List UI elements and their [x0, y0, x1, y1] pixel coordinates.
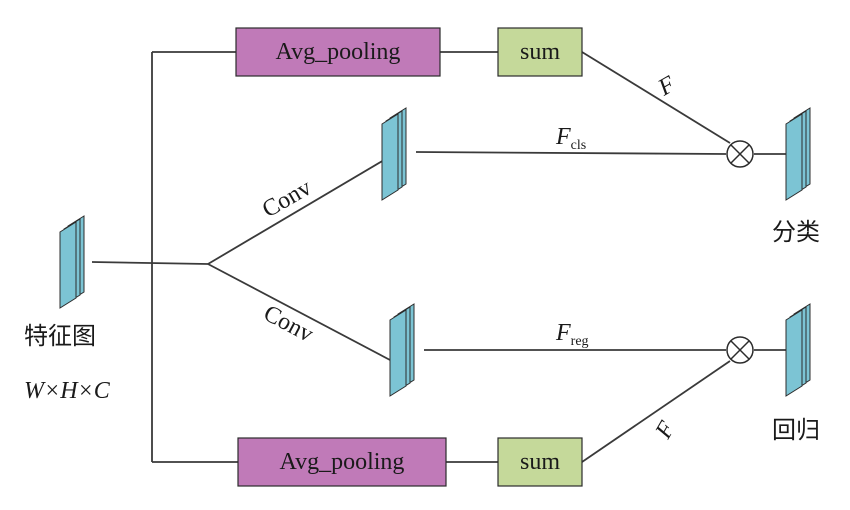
reg-output-label: 回归	[772, 416, 820, 444]
cls-multiply-operator	[726, 140, 754, 168]
reg-conv-feature-map	[389, 303, 415, 397]
cls-output-label: 分类	[772, 218, 820, 246]
bottom-sum-label: sum	[520, 449, 560, 475]
conv-up-line	[207, 159, 385, 265]
cls-output-feature-map	[785, 107, 811, 201]
conv-label-reg: Conv	[259, 300, 317, 347]
top-f-label: F	[653, 71, 680, 102]
fcls-line	[415, 151, 727, 155]
input-dims-label: W×H×C	[24, 378, 111, 404]
cls-conv-feature-map	[381, 107, 407, 201]
top-avg-pooling-box: Avg_pooling	[235, 27, 441, 77]
conv-down-line	[207, 263, 391, 361]
top-sum-to-multiply-line	[581, 51, 731, 144]
bottom-sum-box: sum	[497, 437, 583, 487]
conv-label-cls: Conv	[258, 175, 316, 224]
input-feature-map	[59, 215, 85, 309]
bottom-f-label: F	[650, 417, 681, 444]
reg-multiply-operator	[726, 336, 754, 364]
top-sum-label: sum	[520, 39, 560, 65]
input-to-split-line	[91, 261, 209, 265]
input-feature-map-label: 特征图	[24, 322, 96, 350]
top-sum-box: sum	[497, 27, 583, 77]
freg-label: Freg	[555, 320, 589, 349]
bottom-avg-pooling-label: Avg_pooling	[280, 449, 405, 475]
top-avg-pooling-label: Avg_pooling	[276, 39, 401, 65]
fcls-label: Fcls	[555, 124, 586, 153]
connector-lines	[91, 51, 786, 463]
bottom-avg-pooling-box: Avg_pooling	[237, 437, 447, 487]
reg-output-feature-map	[785, 303, 811, 397]
bottom-sum-to-multiply-line	[581, 360, 731, 463]
